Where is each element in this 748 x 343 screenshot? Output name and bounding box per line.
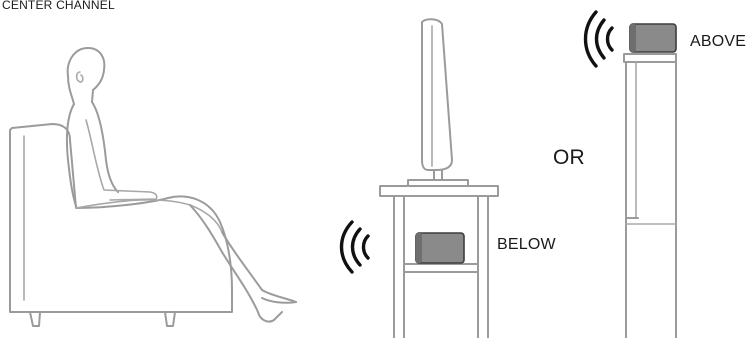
armchair-icon (9, 123, 233, 327)
sound-waves-above-icon (583, 10, 614, 68)
listener-figure-icon (65, 47, 297, 323)
label-above: ABOVE (690, 33, 747, 50)
label-below: BELOW (497, 236, 556, 253)
tv-set-icon (407, 18, 469, 187)
label-or: OR (553, 146, 585, 169)
center-speaker-below-icon (415, 232, 465, 264)
tv-stand-icon (379, 185, 499, 339)
tower-stand-icon (623, 53, 677, 339)
sound-waves-below-icon (339, 220, 370, 274)
center-speaker-above-icon (629, 23, 677, 53)
diagram-title: CENTER CHANNEL (2, 0, 115, 12)
